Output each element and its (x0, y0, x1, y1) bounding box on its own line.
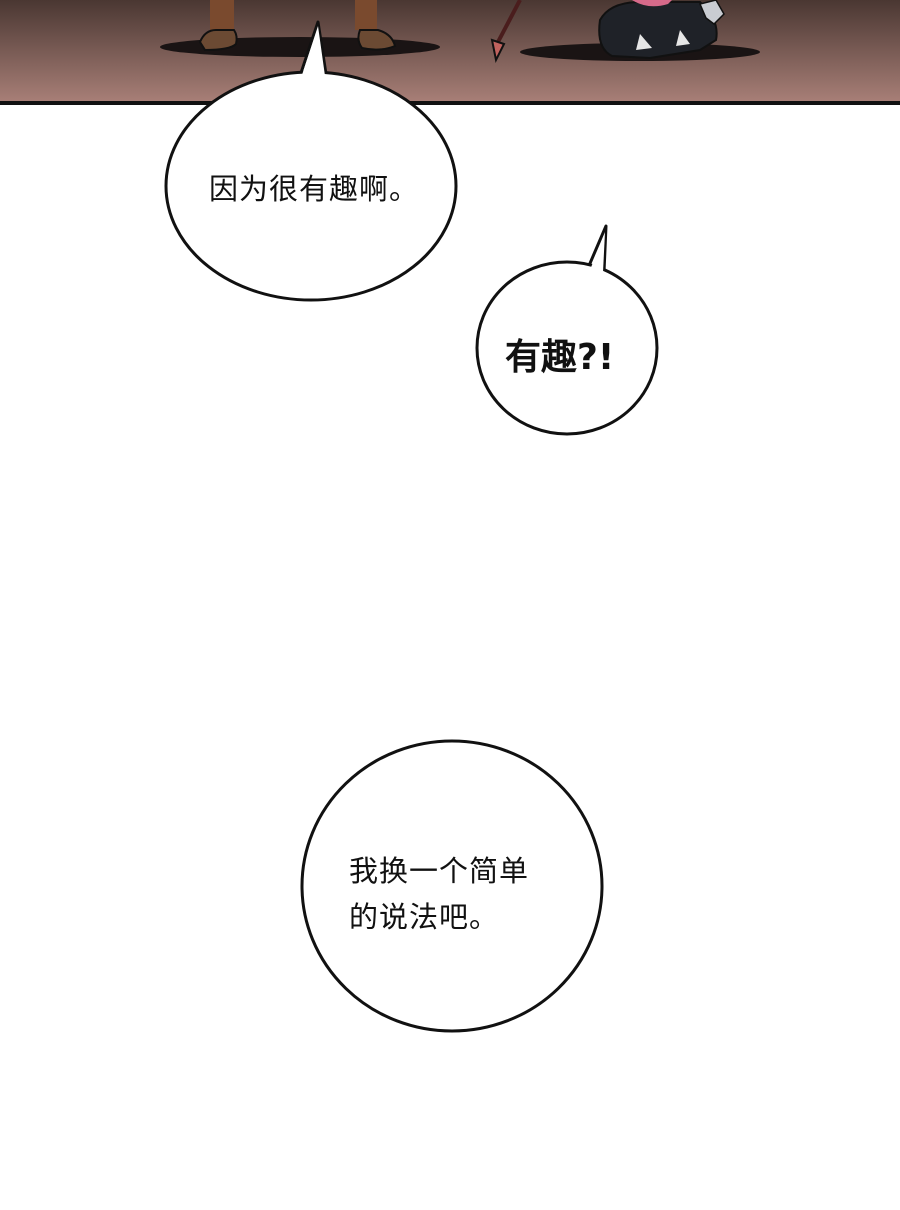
speech-bubble-2 (475, 224, 659, 436)
speech-bubble-2-text: 有趣?! (505, 337, 615, 378)
spear-icon (490, 0, 522, 64)
panel-border (0, 101, 900, 105)
character-armored-figure (598, 0, 725, 60)
speech-bubble-1 (164, 20, 458, 302)
speech-bubble-3-line-2: 的说法吧。 (349, 900, 500, 934)
comic-panel-scene (0, 0, 900, 105)
character-boots-left (198, 0, 397, 52)
speech-bubble-3-text: 我换一个简单 的说法吧。 (349, 848, 529, 940)
speech-bubble-1-text: 因为很有趣啊。 (209, 172, 420, 206)
speech-bubble-3-line-1: 我换一个简单 (349, 854, 530, 888)
speech-bubble-3 (300, 739, 604, 1033)
